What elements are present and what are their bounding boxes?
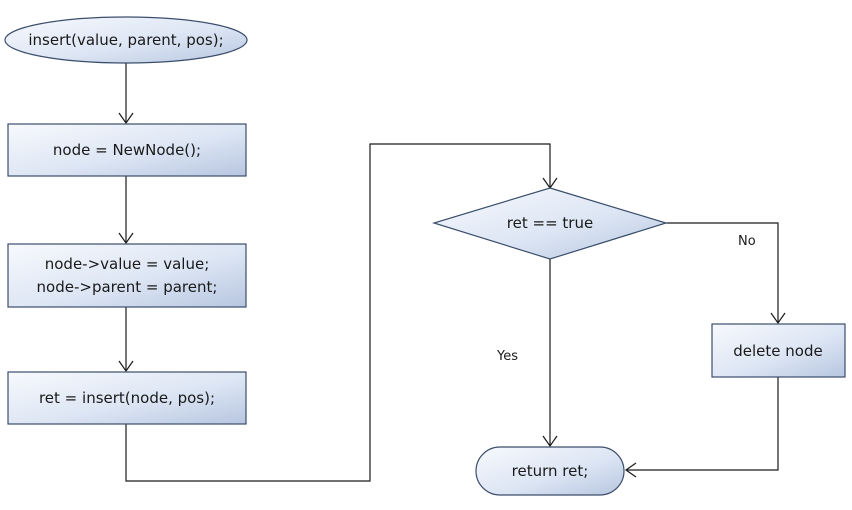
edge-label-yes: Yes xyxy=(496,349,518,364)
edge-delete-to-end xyxy=(626,377,779,471)
end-node: return ret; xyxy=(475,446,625,496)
end-node-label: return ret; xyxy=(512,462,589,480)
process-assign: node->value = value; node->parent = pare… xyxy=(7,243,247,308)
process-delete-node-label: delete node xyxy=(733,342,822,360)
arrowhead-assign xyxy=(118,232,134,245)
process-insert-call: ret = insert(node, pos); xyxy=(7,371,247,425)
arrowhead-end xyxy=(542,435,558,448)
start-node: insert(value, parent, pos); xyxy=(4,16,248,64)
arrowhead-end-side xyxy=(624,462,637,478)
start-node-label: insert(value, parent, pos); xyxy=(28,31,223,49)
edge-insert-to-decision xyxy=(125,143,551,482)
arrowhead-newnode xyxy=(118,112,134,125)
process-insert-call-label: ret = insert(node, pos); xyxy=(39,389,215,407)
arrowhead-insert xyxy=(118,360,134,373)
decision-node-label: ret == true xyxy=(507,214,593,232)
arrowhead-delete xyxy=(770,312,786,325)
edges xyxy=(118,63,786,482)
process-assign-line1: node->value = value; xyxy=(45,255,210,273)
process-assign-line2: node->parent = parent; xyxy=(37,278,218,296)
edge-decision-to-delete xyxy=(666,222,779,323)
process-new-node: node = NewNode(); xyxy=(7,123,247,177)
process-delete-node: delete node xyxy=(711,323,846,378)
process-new-node-label: node = NewNode(); xyxy=(53,141,201,159)
edge-label-no: No xyxy=(738,234,756,249)
decision-node: ret == true xyxy=(431,187,669,260)
